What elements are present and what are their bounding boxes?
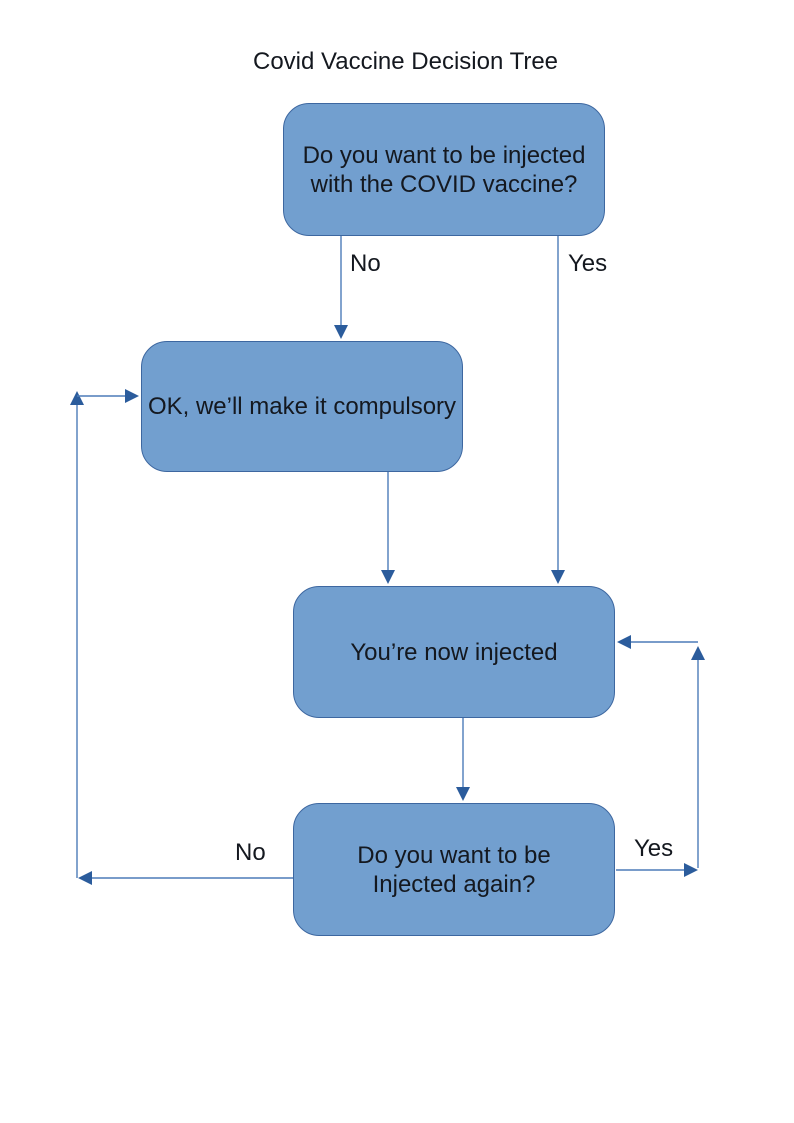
edge-label-yes-top: Yes [568,250,608,277]
arrowhead-right-icon [125,389,139,403]
arrowhead-right-icon [684,863,698,877]
arrowhead-left-icon [617,635,631,649]
edge-label-no-bottom: No [235,839,266,866]
flowchart-node-ask-vaccine: Do you want to be injected with the COVI… [283,103,605,236]
node-label: Do you want to be injected with the COVI… [302,141,586,198]
node-label: You’re now injected [350,638,558,666]
node-label: OK, we’ll make it compulsory [147,393,457,420]
flowchart-node-ask-again: Do you want to be Injected again? [293,803,615,936]
arrowhead-up-icon [691,646,705,660]
arrowhead-down-icon [551,570,565,584]
arrowhead-left-icon [78,871,92,885]
arrowhead-down-icon [456,787,470,801]
connector-injected-to-ask-again [456,718,470,801]
arrowhead-down-icon [334,325,348,339]
connector-compulsory-to-injected [381,472,395,584]
edge-label-no-top: No [350,250,381,277]
diagram-title: Covid Vaccine Decision Tree [253,48,559,75]
connector-ask-vaccine-no [334,236,348,339]
node-label: Do you want to be Injected again? [357,841,551,898]
connector-ask-vaccine-yes [551,236,565,584]
flowchart-node-now-injected: You’re now injected [293,586,615,718]
arrowhead-up-icon [70,391,84,405]
arrowhead-down-icon [381,570,395,584]
flowchart-node-compulsory: OK, we’ll make it compulsory [141,341,463,472]
edge-label-yes-bottom: Yes [634,835,674,862]
